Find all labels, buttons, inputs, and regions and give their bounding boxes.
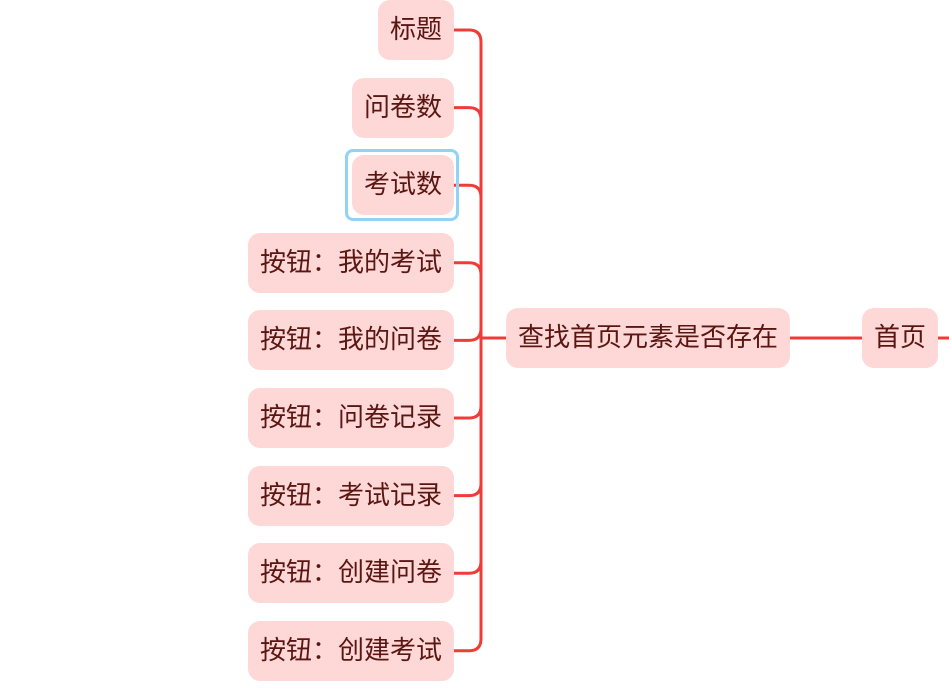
child-node-button-my-exams[interactable]: 按钮：我的考试	[248, 232, 455, 293]
child-node-button-exam-records[interactable]: 按钮：考试记录	[248, 465, 455, 526]
child-node-button-my-surveys[interactable]: 按钮：我的问卷	[248, 310, 455, 371]
child-node-survey-count[interactable]: 问卷数	[352, 77, 455, 138]
child-node-button-create-exam[interactable]: 按钮：创建考试	[248, 620, 455, 681]
topic-node-check-elements[interactable]: 查找首页元素是否存在	[506, 308, 791, 368]
connector-branch-5	[452, 336, 483, 420]
child-node-button-survey-records[interactable]: 按钮：问卷记录	[248, 388, 455, 448]
connector-branch-8	[452, 336, 483, 653]
connector-branch-1	[452, 106, 483, 340]
root-node-home[interactable]: 首页	[862, 308, 939, 368]
child-node-title[interactable]: 标题	[378, 0, 455, 60]
child-node-button-create-survey[interactable]: 按钮：创建问卷	[248, 543, 455, 604]
connector-branch-7	[452, 336, 483, 575]
connector-branch-2	[452, 183, 483, 340]
connector-branch-0	[452, 28, 483, 340]
connector-branch-4	[452, 328, 483, 342]
connector-branch-3	[452, 261, 483, 340]
child-node-exam-count[interactable]: 考试数	[352, 155, 455, 216]
